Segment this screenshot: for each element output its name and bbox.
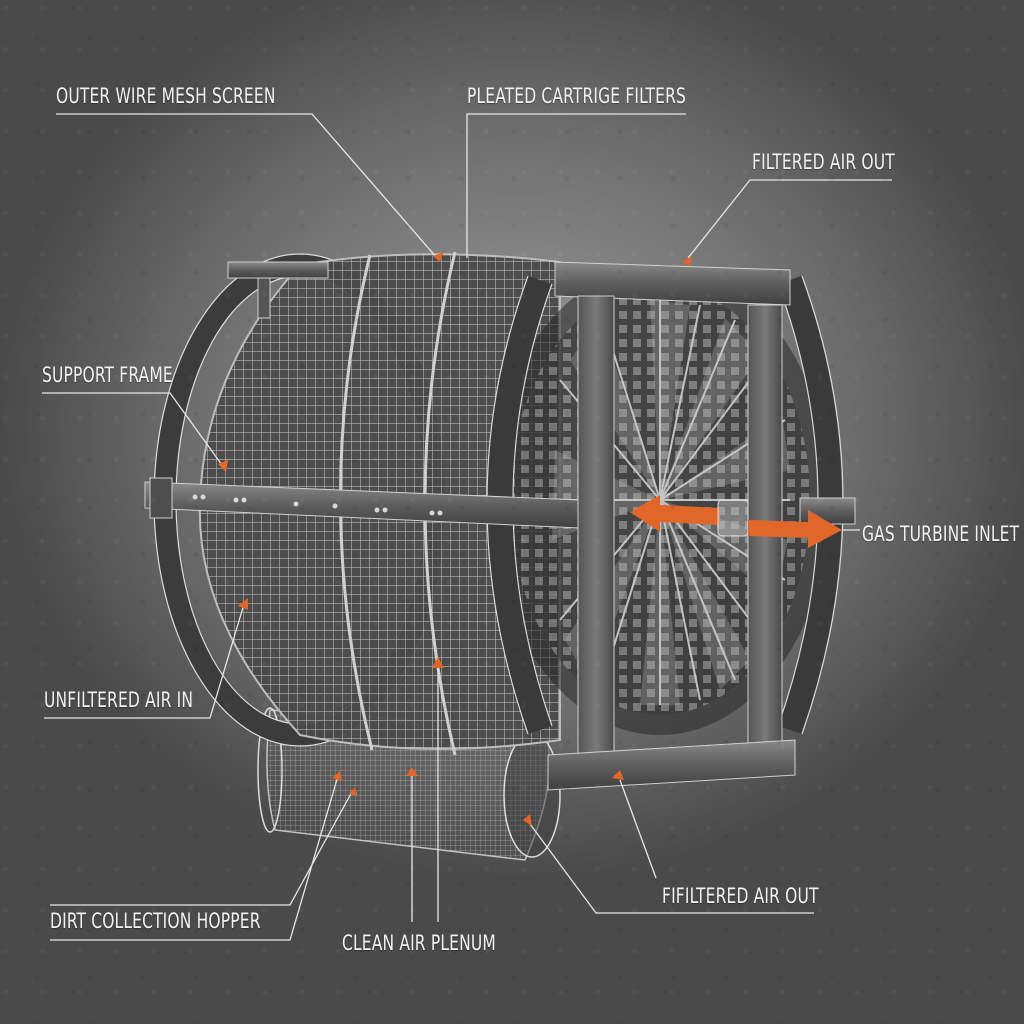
pointer-triangle-icon [612,770,624,780]
arrow-left-icon [630,495,720,532]
label-outer-wire-mesh-screen: OUTER WIRE MESH SCREEN [56,84,276,108]
label-dirt-collection-hopper: DIRT COLLECTION HOPPER [50,909,261,933]
label-fifiltered-air-out-bottom: FIFILTERED AIR OUT [662,884,819,908]
pointer-triangle-icon [349,787,358,796]
support-frame-horizontal-beam [144,477,856,529]
label-clean-air-plenum: CLEAN AIR PLENUM [342,931,496,955]
pointer-triangle-icon [682,256,692,266]
pointer-triangle-icon [523,814,532,826]
label-unfiltered-air-in: UNFILTERED AIR IN [44,688,194,712]
leader-lines [42,113,892,941]
label-pleated-cartrige-filters: PLEATED CARTRIGE FILTERS [467,84,687,108]
airflow-arrows [630,495,842,548]
pointer-triangle-icon [433,252,444,262]
pointer-triangle-icon [332,771,342,781]
label-support-frame: SUPPORT FRAME [42,363,173,387]
callout-pointers [218,252,692,826]
arrow-right-icon [748,510,842,548]
label-gas-turbine-inlet: GAS TURBINE INLET [862,522,1020,546]
pointer-triangle-icon [432,657,444,668]
pointer-triangle-icon [238,598,248,610]
label-filtered-air-out-top: FILTERED AIR OUT [752,150,895,174]
pointer-triangle-icon [406,767,418,776]
pointer-triangle-icon [218,460,228,472]
support-frame-top-beam [227,261,329,319]
